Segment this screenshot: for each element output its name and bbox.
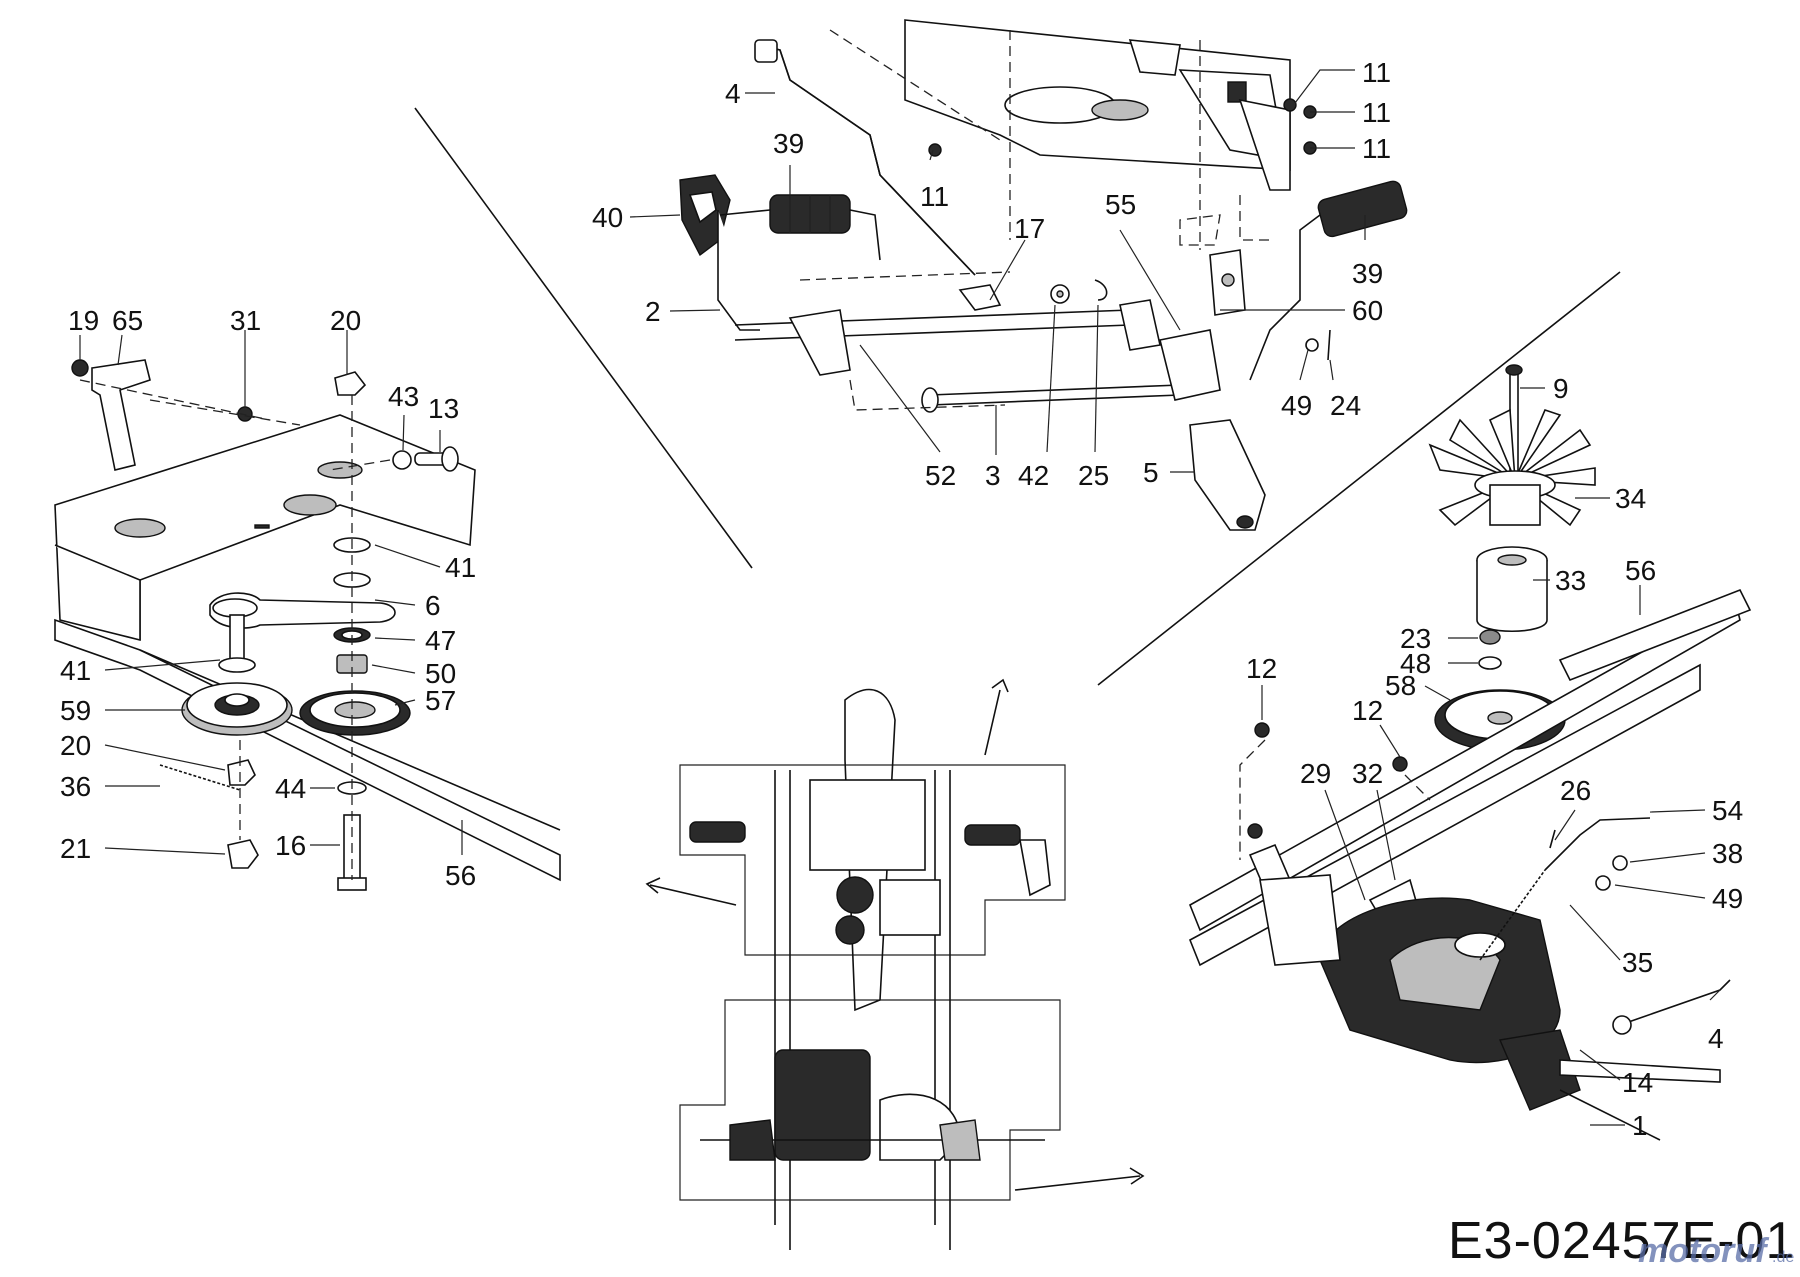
callout-56: 56 [445,860,476,891]
callout-49: 49 [1281,390,1312,421]
callout-55: 55 [1105,189,1136,220]
callout-34: 34 [1615,483,1646,514]
overview-tractor-frame [645,678,1145,1250]
callout-23: 23 [1400,623,1431,654]
callout-5: 5 [1143,457,1159,488]
callout-39: 39 [773,128,804,159]
callout-11: 11 [1362,97,1391,128]
callout-32: 32 [1352,758,1383,789]
callout-20: 20 [60,730,91,761]
callout-12: 12 [1246,653,1277,684]
cooling-fan [1428,408,1596,527]
callout-50: 50 [425,658,456,689]
callout-9: 9 [1553,373,1569,404]
callout-20: 20 [330,305,361,336]
callout-47: 47 [425,625,456,656]
callout-24: 24 [1330,390,1361,421]
callout-17: 17 [1014,213,1045,244]
callout-14: 14 [1622,1067,1653,1098]
callout-41: 41 [445,552,476,583]
watermark-domain: .de [1772,1249,1794,1266]
watermark-logo: motoruf [1638,1232,1770,1270]
callout-2: 2 [645,296,661,327]
diagram-code: E3-02457E-01 [1448,1212,1795,1270]
callout-35: 35 [1622,947,1653,978]
pedal-control-assembly [679,19,1408,531]
callout-38: 38 [1712,838,1743,869]
callout-33: 33 [1555,565,1586,596]
callout-4: 4 [725,78,741,109]
callout-60: 60 [1352,295,1383,326]
callout-43: 43 [388,381,419,412]
callout-52: 52 [925,460,956,491]
section-dividers [414,107,1621,686]
callout-58: 58 [1385,670,1416,701]
callout-26: 26 [1560,775,1591,806]
callout-labels: 4 39 40 2 11 11 11 11 17 55 39 60 49 24 … [60,57,1743,1141]
callout-11: 11 [1362,133,1391,164]
callout-44: 44 [275,773,306,804]
callout-21: 21 [60,833,91,864]
callout-11: 11 [920,181,949,212]
callout-3: 3 [985,460,1001,491]
callout-57: 57 [425,685,456,716]
callout-25: 25 [1078,460,1109,491]
callout-1: 1 [1632,1110,1648,1141]
idler-pulley-assembly [54,359,561,891]
callout-6: 6 [425,590,441,621]
callout-54: 54 [1712,795,1743,826]
callout-41: 41 [60,655,91,686]
callout-39: 39 [1352,258,1383,289]
callout-16: 16 [275,830,306,861]
fan-transaxle-assembly [1188,364,1752,1141]
callout-11: 11 [1362,57,1391,88]
callout-31: 31 [230,305,261,336]
callout-56: 56 [1625,555,1656,586]
callout-36: 36 [60,771,91,802]
callout-4: 4 [1708,1023,1724,1054]
callout-12: 12 [1352,695,1383,726]
callout-29: 29 [1300,758,1331,789]
leader-lines [79,69,1721,1126]
direction-arrows [645,678,1145,1191]
callout-59: 59 [60,695,91,726]
callout-42: 42 [1018,460,1049,491]
callout-48: 48 [1400,648,1431,679]
callout-65: 65 [112,305,143,336]
callout-40: 40 [592,202,623,233]
callout-13: 13 [428,393,459,424]
callout-49: 49 [1712,883,1743,914]
callout-19: 19 [68,305,99,336]
